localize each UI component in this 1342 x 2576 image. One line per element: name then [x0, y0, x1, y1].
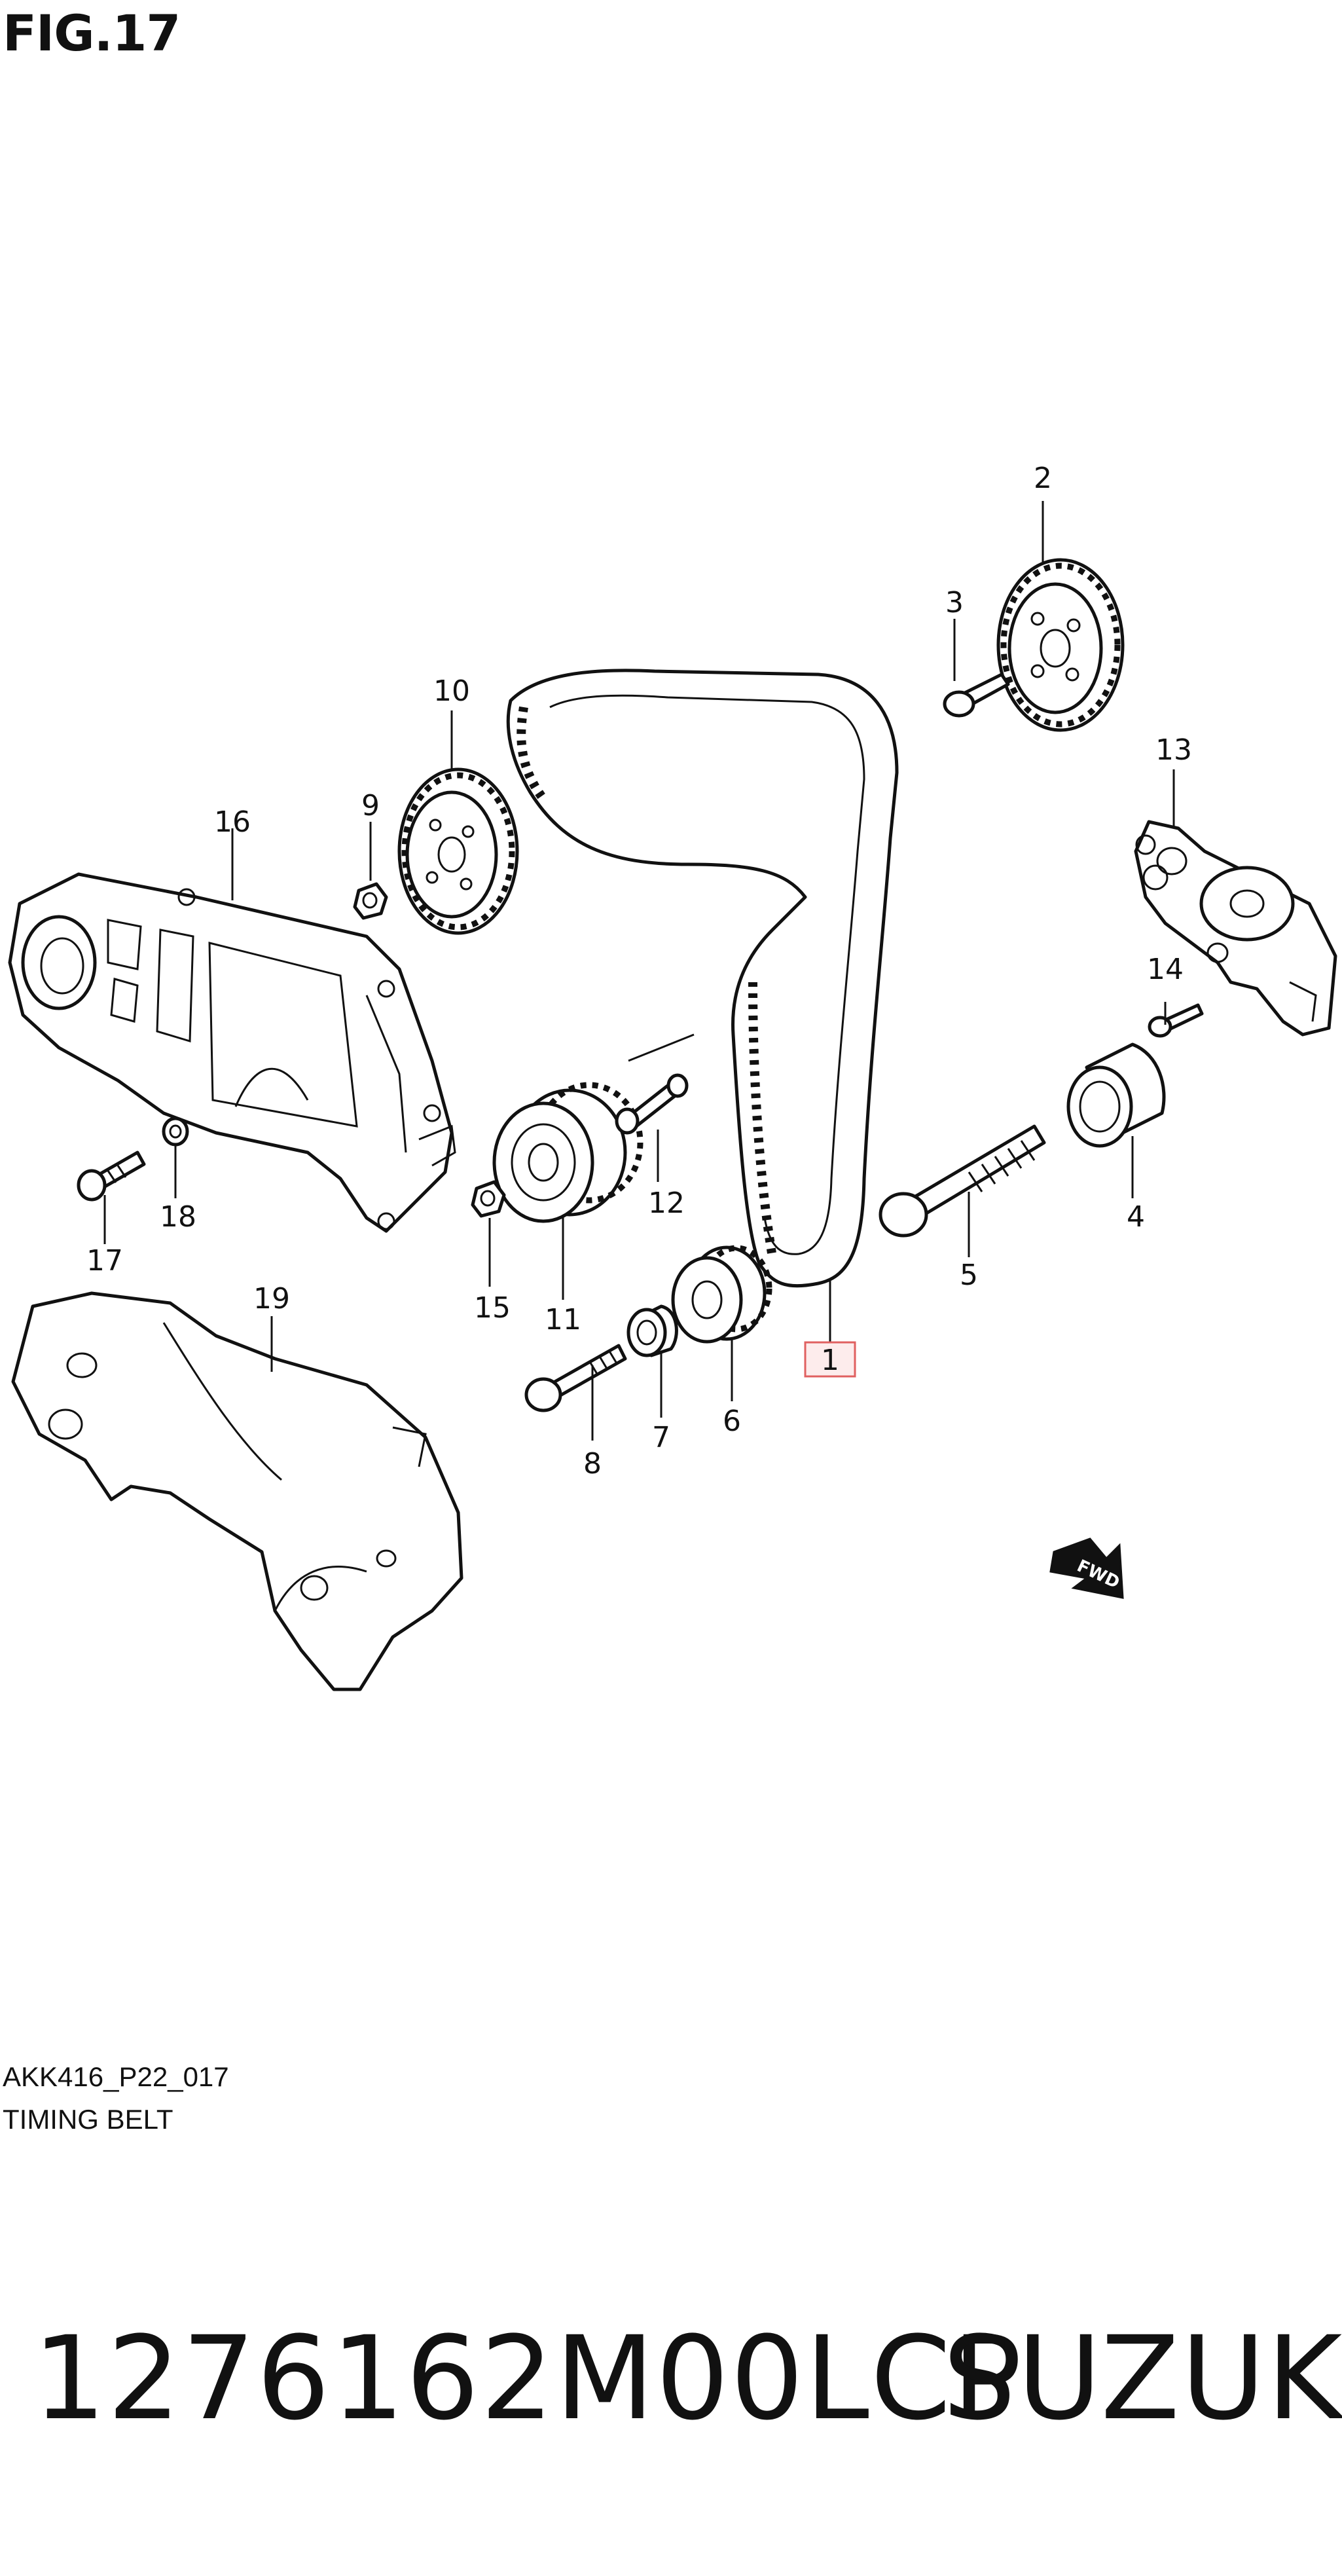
part-4-idler-pulley[interactable] [1066, 1042, 1166, 1148]
part-13-tensioner-bracket[interactable] [1134, 820, 1337, 1037]
callout-8: 8 [583, 1447, 602, 1481]
leader-lines [103, 501, 1175, 1441]
callout-5: 5 [960, 1259, 978, 1292]
part-number: 1276162M00LCP [33, 2311, 1023, 2446]
callout-2: 2 [1034, 462, 1052, 495]
part-6-crank-pulley[interactable] [671, 1245, 772, 1344]
callout-14: 14 [1147, 953, 1184, 986]
part-5-long-bolt[interactable] [879, 1124, 1046, 1238]
part-3-bolt[interactable] [943, 672, 1010, 718]
part-2-camshaft-pulley[interactable] [996, 558, 1125, 732]
part-11-tensioner-pulley[interactable] [492, 1082, 644, 1223]
callout-16: 16 [214, 805, 251, 839]
callout-19: 19 [253, 1282, 290, 1316]
figure-label: FIG.17 [3, 4, 181, 62]
part-16-rear-timing-cover[interactable] [8, 872, 456, 1233]
part-10-camshaft-pulley[interactable] [397, 767, 519, 935]
part-9-nut[interactable] [353, 882, 388, 920]
callout-11: 11 [545, 1303, 581, 1336]
callout-1: 1 [821, 1344, 839, 1377]
part-18-washer[interactable] [162, 1116, 189, 1147]
part-7-spacer[interactable] [626, 1304, 678, 1357]
fwd-direction-arrow: FWD [1049, 1537, 1124, 1599]
callout-4: 4 [1127, 1200, 1145, 1234]
part-12-stud-bolt[interactable] [615, 1073, 689, 1135]
callout-1-highlight[interactable] [804, 1341, 856, 1378]
callout-17: 17 [86, 1244, 123, 1278]
callout-12: 12 [648, 1187, 685, 1220]
section-title: TIMING BELT [3, 2104, 173, 2135]
callouts: 1 2 3 4 5 6 7 8 9 10 11 12 13 14 15 16 1… [86, 462, 1192, 1481]
callout-9: 9 [361, 789, 380, 822]
brand-name: SUZUKI [943, 2311, 1342, 2446]
drawing-code: AKK416_P22_017 [3, 2061, 229, 2092]
callout-15: 15 [474, 1291, 511, 1325]
part-19-front-timing-cover[interactable] [11, 1291, 463, 1691]
callout-10: 10 [433, 674, 470, 708]
exploded-parts-diagram: FWD 1 2 3 4 5 6 7 8 9 10 11 12 [8, 462, 1337, 1691]
callout-13: 13 [1155, 733, 1192, 767]
callout-3: 3 [945, 586, 964, 619]
callout-7: 7 [652, 1421, 670, 1454]
part-8-bolt[interactable] [524, 1344, 627, 1412]
part-15-nut[interactable] [471, 1180, 506, 1218]
callout-6: 6 [723, 1405, 741, 1438]
callout-18: 18 [160, 1200, 196, 1234]
part-14-bolt[interactable] [1148, 1003, 1204, 1038]
part-17-bolt[interactable] [77, 1150, 146, 1202]
